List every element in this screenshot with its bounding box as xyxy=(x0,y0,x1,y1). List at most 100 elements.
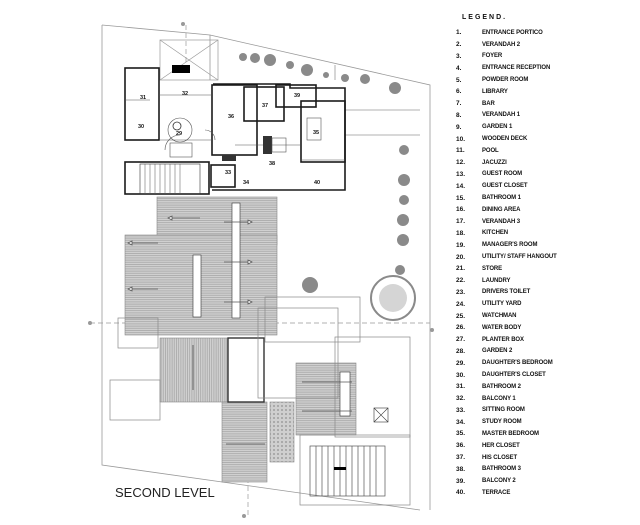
legend-number: 28. xyxy=(456,347,466,355)
legend-item: 7. BAR xyxy=(448,98,638,110)
legend-item: 16.DINING AREA xyxy=(448,204,638,216)
room-label-30: 30 xyxy=(138,124,144,130)
legend-item: 31.BATHROOM 2 xyxy=(448,381,638,393)
legend-item: 40. TERRACE xyxy=(448,487,638,499)
legend-item: 6.LIBRARY xyxy=(448,86,638,98)
legend-label: BALCONY 1 xyxy=(482,395,516,402)
legend-number: 35. xyxy=(456,430,466,438)
room-label-36: 36 xyxy=(228,114,234,120)
legend-number: 24. xyxy=(456,300,466,308)
legend-number: 20. xyxy=(456,253,466,261)
legend-number: 30. xyxy=(456,371,466,379)
legend-item: 35.MASTER BEDROOM xyxy=(448,428,638,440)
entrance-void xyxy=(159,39,219,81)
legend-number: 5. xyxy=(456,76,462,84)
legend-number: 40. xyxy=(456,489,466,497)
legend-label: UTILITY/ STAFF HANGOUT xyxy=(482,254,557,261)
room-labels: 29 30 31 32 33 34 35 36 37 38 39 40 xyxy=(138,91,320,186)
legend-label: WATER BODY xyxy=(482,324,522,331)
legend-item: 39.BALCONY 2 xyxy=(448,475,638,487)
legend-number: 14. xyxy=(456,182,466,190)
room-label-40: 40 xyxy=(314,180,320,186)
legend-item: 14. GUEST CLOSET xyxy=(448,180,638,192)
legend-label: STORE xyxy=(482,265,503,272)
legend-number: 9. xyxy=(456,123,462,131)
legend-item: 12. JACUZZI xyxy=(448,157,638,169)
legend-label: WOODEN DECK xyxy=(482,136,528,143)
legend-item: 17.VERANDAH 3 xyxy=(448,216,638,228)
legend-label: WATCHMAN xyxy=(482,313,517,320)
legend-item: 8. VERANDAH 1 xyxy=(448,110,638,122)
legend-label: DAUGHTER'S CLOSET xyxy=(482,372,546,378)
legend-item: 5. POWDER ROOM xyxy=(448,74,638,86)
legend-label: MANAGER'S ROOM xyxy=(482,242,538,249)
legend-item: 19. MANAGER'S ROOM xyxy=(448,239,638,251)
legend-item: 13. GUEST ROOM xyxy=(448,169,638,181)
legend-number: 1. xyxy=(456,29,462,37)
legend-number: 36. xyxy=(456,442,466,450)
legend-label: VERANDAH 1 xyxy=(482,112,521,119)
legend-label: BATHROOM 3 xyxy=(482,466,521,473)
interior-lines xyxy=(125,94,345,161)
legend-label: SITTING ROOM xyxy=(482,407,525,414)
legend-number: 13. xyxy=(456,170,466,178)
parking-area xyxy=(309,445,386,497)
legend-item: 20. UTILITY/ STAFF HANGOUT xyxy=(448,251,638,263)
legend-label: PLANTER BOX xyxy=(482,336,524,343)
legend-label: LAUNDRY xyxy=(482,277,511,284)
legend-item: 2. VERANDAH 2 xyxy=(448,39,638,51)
legend-list: 1.ENTRANCE PORTICO 2.VERANDAH 2 3.FOYER … xyxy=(448,27,638,499)
legend-label: GUEST CLOSET xyxy=(482,183,528,190)
legend-number: 19. xyxy=(456,241,466,249)
legend-item: 36.HER CLOSET xyxy=(448,440,638,452)
legend-number: 39. xyxy=(456,477,466,485)
room-label-35: 35 xyxy=(313,130,319,136)
legend-label: GARDEN 1 xyxy=(482,124,513,131)
legend-number: 7. xyxy=(456,100,462,108)
legend-number: 29. xyxy=(456,359,466,367)
lower-roof-outlines xyxy=(109,296,411,506)
legend-item: 18.KITCHEN xyxy=(448,228,638,240)
legend-item: 11.POOL xyxy=(448,145,638,157)
legend-label: GUEST ROOM xyxy=(482,171,523,178)
room-label-38: 38 xyxy=(269,161,275,167)
legend-number: 12. xyxy=(456,159,466,167)
legend-number: 2. xyxy=(456,41,462,49)
legend-number: 8. xyxy=(456,111,462,119)
legend-label: TERRACE xyxy=(482,489,511,496)
legend-label: LIBRARY xyxy=(482,88,508,95)
legend-number: 23. xyxy=(456,288,466,296)
legend-item: 1. ENTRANCE PORTICO xyxy=(448,27,638,39)
slope-arrows xyxy=(127,215,352,445)
legend-number: 33. xyxy=(456,406,466,414)
legend-title: LEGEND. xyxy=(462,14,508,21)
site-boundary xyxy=(101,24,431,511)
legend-item: 28.GARDEN 2 xyxy=(448,346,638,358)
legend-label: FOYER xyxy=(482,53,503,60)
legend-label: ENTRANCE PORTICO xyxy=(482,29,543,36)
furniture xyxy=(167,117,322,161)
legend-item: 4. ENTRANCE RECEPTION xyxy=(448,62,638,74)
legend-number: 21. xyxy=(456,265,466,273)
legend-label: JACUZZI xyxy=(482,159,507,166)
legend-item: 37.HIS CLOSET xyxy=(448,452,638,464)
legend-item: 32.BALCONY 1 xyxy=(448,393,638,405)
legend-item: 22. LAUNDRY xyxy=(448,275,638,287)
legend-item: 30. DAUGHTER'S CLOSET xyxy=(448,369,638,381)
legend-number: 22. xyxy=(456,277,466,285)
legend-label: VERANDAH 2 xyxy=(482,41,521,48)
legend-number: 10. xyxy=(456,135,466,143)
legend-item: 24.UTILITY YARD xyxy=(448,298,638,310)
upper-floor-block xyxy=(124,67,346,195)
legend-label: BAR xyxy=(482,100,495,107)
legend-label: ENTRANCE RECEPTION xyxy=(482,65,551,72)
legend-label: BATHROOM 2 xyxy=(482,383,521,390)
legend-label: STUDY ROOM xyxy=(482,419,522,426)
legend-number: 4. xyxy=(456,64,462,72)
legend-label: POWDER ROOM xyxy=(482,77,529,84)
legend-item: 26.WATER BODY xyxy=(448,322,638,334)
drawing-title: SECOND LEVEL xyxy=(115,485,215,500)
legend-item: 3.FOYER xyxy=(448,51,638,63)
legend-item: 21. STORE xyxy=(448,263,638,275)
